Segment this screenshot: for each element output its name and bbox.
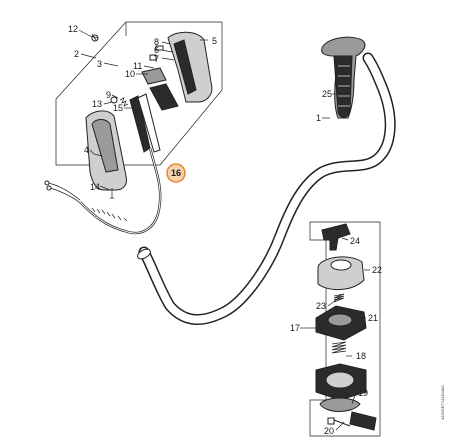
handle-clamp-assembly — [309, 221, 381, 437]
callout-16: 16 — [171, 168, 181, 178]
control-handle-assembly — [44, 21, 223, 205]
callout-20: 20 — [324, 426, 334, 436]
callout-15: 15 — [113, 103, 123, 113]
callout-13: 13 — [92, 99, 102, 109]
callout-2: 2 — [74, 49, 79, 59]
callout-6: 6 — [154, 45, 159, 55]
wing-screw — [321, 223, 351, 251]
callout-labels: 12 2 3 8 6 7 5 11 10 9 13 15 4 14 16 25 … — [68, 24, 445, 436]
callout-18: 18 — [356, 351, 366, 361]
clamp-upper-half — [317, 256, 365, 290]
clamp-frame — [309, 221, 381, 437]
front-grip — [321, 36, 366, 119]
control-handle-frame — [55, 21, 223, 166]
callout-4: 4 — [84, 145, 89, 155]
callout-8: 8 — [154, 37, 159, 47]
callout-25: 25 — [322, 89, 332, 99]
callout-24: 24 — [350, 236, 360, 246]
leader-lines — [78, 29, 370, 431]
callout-14: 14 — [90, 182, 100, 192]
callout-16-highlight: 16 — [166, 163, 186, 183]
callout-22: 22 — [372, 265, 382, 275]
callout-17: 17 — [290, 323, 300, 333]
callout-23: 23 — [316, 301, 326, 311]
callout-1: 1 — [316, 113, 321, 123]
callout-19: 19 — [358, 388, 368, 398]
callout-5: 5 — [212, 36, 217, 46]
callout-21: 21 — [368, 313, 378, 323]
throttle-cable — [79, 147, 162, 235]
callout-7: 7 — [154, 54, 159, 64]
handlebar-tube — [137, 52, 396, 326]
callout-3: 3 — [97, 59, 102, 69]
drawing-code: 4119GET141104A0 — [440, 384, 445, 420]
callout-12: 12 — [68, 24, 78, 34]
callout-9: 9 — [106, 90, 111, 100]
switch-lever — [149, 83, 179, 111]
callout-11: 11 — [133, 61, 142, 71]
callout-10: 10 — [125, 69, 135, 79]
